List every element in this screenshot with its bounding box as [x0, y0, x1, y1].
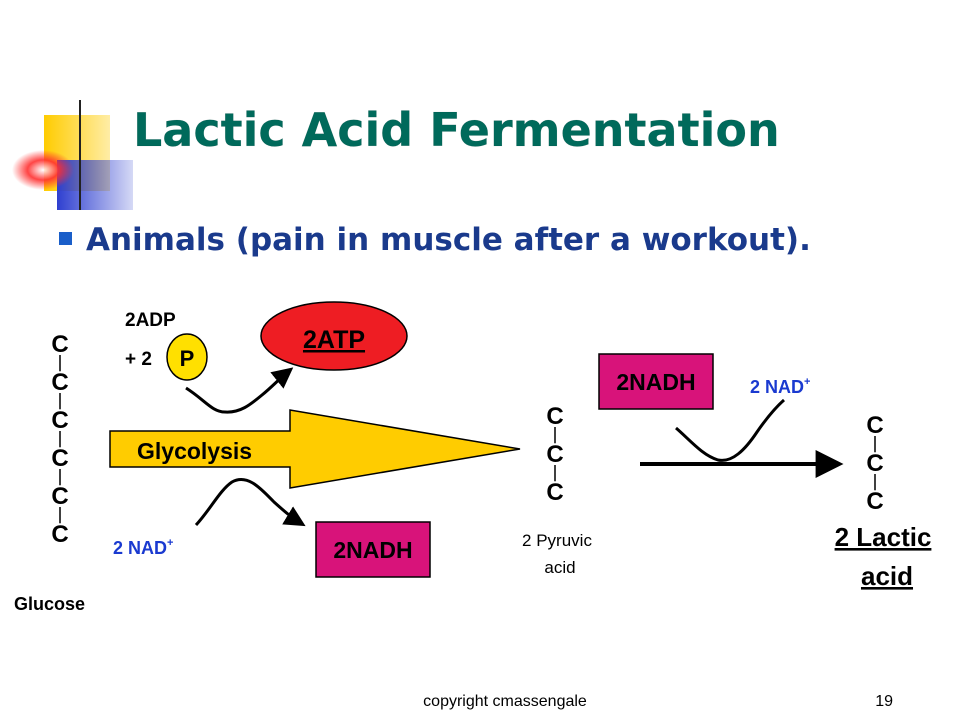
glucose-carbon-1: C	[51, 331, 68, 358]
pyruvic-carbon-2: C	[546, 441, 563, 468]
pyruvic-carbon-3: C	[546, 479, 563, 506]
glucose-label: Glucose	[14, 594, 85, 614]
lactic-label-line2: acid	[861, 561, 913, 591]
nadh-input-label: 2NADH	[616, 369, 695, 395]
lactic-label-line1: 2 Lactic	[835, 522, 932, 552]
atp-ellipse	[260, 301, 408, 371]
glucose-carbon-5: C	[51, 483, 68, 510]
phosphate-circle	[166, 333, 208, 381]
footer-copyright: copyright cmassengale	[423, 693, 587, 710]
adp-to-atp-curve-arrow	[185, 367, 294, 414]
page-number: 19	[875, 693, 893, 710]
deco-red-glow	[12, 150, 74, 190]
atp-label: 2ATP	[303, 326, 365, 354]
pyruvic-carbon-chain: CCC	[546, 403, 563, 506]
nad-input-label: 2 NAD+	[113, 537, 173, 558]
nadh-output-box	[315, 521, 431, 578]
title-decoration	[12, 100, 870, 210]
lactic-carbon-2: C	[866, 450, 883, 477]
pyruvic-carbon-1: C	[546, 403, 563, 430]
glycolysis-label: Glycolysis	[137, 438, 252, 464]
nad-output-label: 2 NAD+	[750, 376, 810, 397]
adp-label: 2ADP	[125, 310, 176, 331]
lactic-carbon-3: C	[866, 488, 883, 515]
lactic-carbon-chain: CCC	[866, 412, 883, 515]
adp-plus-label: + 2	[125, 349, 152, 370]
bullet-marker	[59, 232, 72, 245]
slide-title: Lactic Acid Fermentation	[133, 103, 780, 157]
phosphate-symbol: P	[180, 346, 195, 371]
glucose-carbon-2: C	[51, 369, 68, 396]
lactic-carbon-1: C	[866, 412, 883, 439]
pyruvic-label-line1: 2 Pyruvic	[522, 531, 592, 550]
nad-to-nadh-curve-arrow	[194, 478, 306, 527]
bullet-text: Animals (pain in muscle after a workout)…	[86, 222, 811, 258]
glucose-carbon-6: C	[51, 521, 68, 548]
nadh-output-label: 2NADH	[333, 537, 412, 563]
glycolysis-arrow	[109, 409, 521, 489]
pyruvic-label-line2: acid	[544, 558, 575, 577]
glucose-carbon-3: C	[51, 407, 68, 434]
nadh-to-nad-curve	[675, 398, 785, 462]
nadh-input-box	[598, 353, 714, 410]
glucose-carbon-4: C	[51, 445, 68, 472]
